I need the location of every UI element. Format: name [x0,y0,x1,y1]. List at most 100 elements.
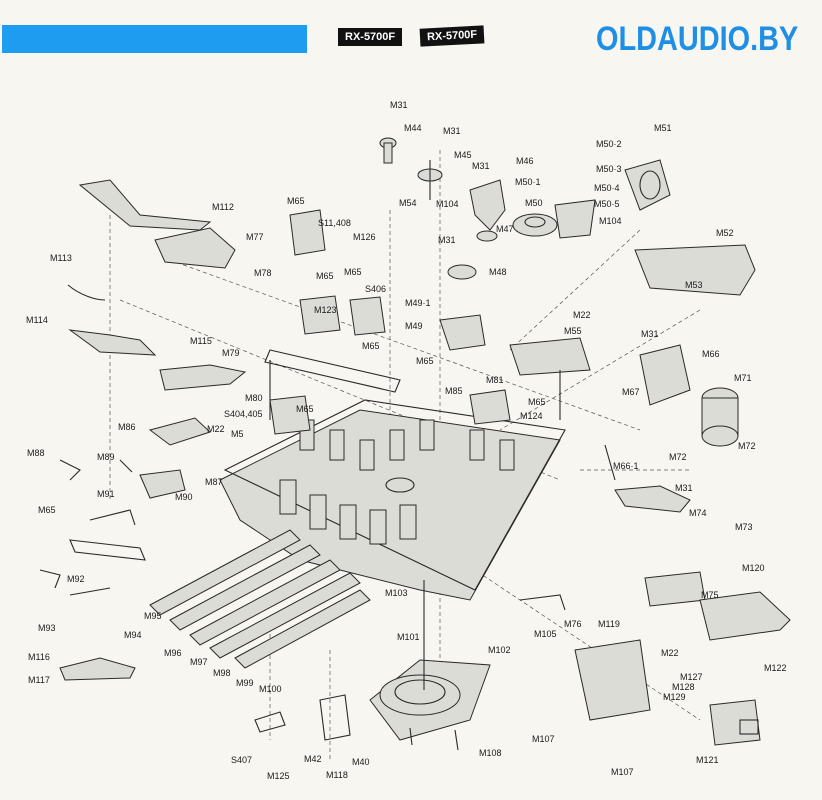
label-m121: M121 [696,755,719,765]
model-tag-left: RX-5700F [338,28,403,46]
label-m11-408: S11,408 [318,218,351,228]
alignment-lines [109,150,701,760]
label-m50-5: M50·5 [594,199,620,209]
label-m122: M122 [764,663,787,673]
label-m86: M86 [118,422,136,432]
label-m50-2: M50·2 [596,139,622,149]
label-m117: M117 [28,675,50,685]
label-m49-1: M49·1 [405,298,431,308]
label-m53: M53 [685,280,703,290]
label-m124: M124 [520,411,543,421]
right-parts [519,387,791,746]
label-m22-b: M22 [207,424,225,434]
label-m77: M77 [246,232,264,242]
label-m96: M96 [164,648,182,658]
label-m65-f: M65 [296,404,314,414]
label-m65-a: M65 [287,196,305,206]
label-m87: M87 [205,477,223,487]
label-m66: M66 [702,349,720,359]
label-m44: M44 [404,123,422,133]
label-m101: M101 [397,632,420,642]
label-m31-e: M31 [641,329,659,339]
label-m126: M126 [353,232,376,242]
label-m113: M113 [50,253,72,263]
label-m79: M79 [222,348,240,358]
label-m67: M67 [622,387,640,397]
label-m125: M125 [267,771,290,781]
label-m31-b: M31 [443,126,461,136]
label-m115: M115 [190,336,212,346]
label-m72-b: M72 [669,452,687,462]
label-m76: M76 [564,619,582,629]
label-m93: M93 [38,623,56,633]
label-m88: M88 [27,448,45,458]
label-m120: M120 [742,563,765,573]
label-s406: S406 [365,284,386,294]
label-m90: M90 [175,492,193,502]
label-m31-d: M31 [438,235,456,245]
label-m65-g: M65 [528,397,546,407]
label-m46: M46 [516,156,534,166]
label-m31-c: M31 [472,161,490,171]
label-m107-b: M107 [611,767,634,777]
label-m107-a: M107 [532,734,555,744]
label-m65-c: M65 [344,267,362,277]
label-m104-a: M104 [436,199,459,209]
label-m118: M118 [326,770,348,780]
part-labels: M31 M44 M31 M45 M31 M46 M50·2 M51 M50·3 … [26,100,787,781]
header-accent-bar [2,25,307,53]
label-m31-a: M31 [390,100,408,110]
label-m102: M102 [488,645,511,655]
label-m22-a: M22 [573,310,591,320]
left-parts [39,179,286,733]
label-m95: M95 [144,611,162,621]
label-m92: M92 [67,574,85,584]
label-m119: M119 [598,619,620,629]
label-m94: M94 [124,630,142,640]
label-m75: M75 [701,590,719,600]
label-m112: M112 [212,202,234,212]
label-s404-405: S404,405 [224,409,263,419]
label-m100: M100 [259,684,282,694]
label-m108: M108 [479,748,502,758]
brand-logo-text[interactable]: OLDAUDIO.BY [596,20,799,58]
label-m85: M85 [445,386,463,396]
slide-levers [149,529,371,669]
label-m78: M78 [254,268,272,278]
label-m50-1: M50·1 [515,177,541,187]
label-m103: M103 [385,588,408,598]
label-m66-1: M66·1 [613,461,639,471]
label-m42: M42 [304,754,322,764]
label-m31-f: M31 [675,483,693,493]
label-m81: M81 [486,375,504,385]
label-m98: M98 [213,668,231,678]
label-m40: M40 [352,757,370,767]
label-m48: M48 [489,267,507,277]
label-m114: M114 [26,315,48,325]
label-m73: M73 [735,522,753,532]
label-m123: M123 [314,305,337,315]
label-m104-b: M104 [599,216,622,226]
label-m50: M50 [525,198,543,208]
label-m49: M49 [405,321,423,331]
label-m129: M129 [663,692,686,702]
label-m91: M91 [97,489,115,499]
label-m65-h: M65 [38,505,56,515]
lower-center-parts [319,580,491,751]
label-m50-4: M50·4 [594,183,620,193]
label-m127: M127 [680,672,703,682]
label-m50-3: M50·3 [596,164,622,174]
label-m116: M116 [28,652,50,662]
label-m47: M47 [496,224,514,234]
label-m51: M51 [654,123,672,133]
label-m105: M105 [534,629,557,639]
label-m72-a: M72 [738,441,756,451]
label-m71: M71 [734,373,752,383]
label-m74: M74 [689,508,707,518]
label-m65-b: M65 [316,271,334,281]
label-m128: M128 [672,682,695,692]
label-m5: M5 [231,429,244,439]
label-m80: M80 [245,393,263,403]
label-m97: M97 [190,657,208,667]
